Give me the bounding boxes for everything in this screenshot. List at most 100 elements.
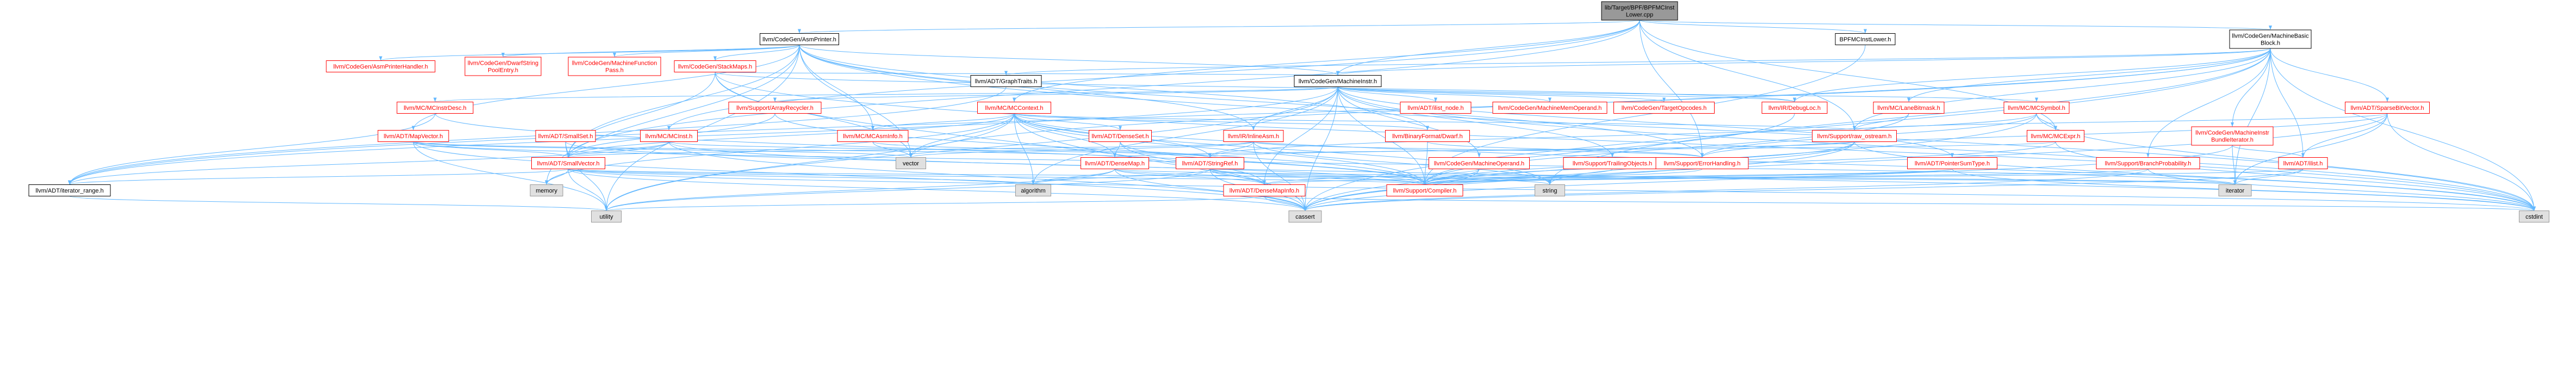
node-box <box>1655 157 1749 169</box>
node-box <box>1176 157 1244 169</box>
edge-mcsymbol-to-stringref <box>1208 113 2037 158</box>
edge-mccontext-to-vector <box>909 113 1015 158</box>
node-mcsymbol[interactable]: llvm/MC/MCSymbol.h <box>2003 102 2070 114</box>
edge-stackmaps-to-cassert <box>715 72 1307 211</box>
node-box <box>1535 184 1565 196</box>
node-box <box>530 184 563 196</box>
node-box <box>28 184 111 196</box>
node-box <box>896 157 926 169</box>
edge-densemap-to-compiler <box>1114 169 1426 185</box>
edge-mbb-to-sparsebitvector <box>2270 48 2389 102</box>
node-label: utility <box>599 214 613 220</box>
node-box <box>1386 184 1463 196</box>
edge-inlineasm-to-string <box>1253 141 1551 185</box>
node-box <box>760 33 839 45</box>
edge-stringref-to-compiler <box>1209 169 1426 185</box>
edge-machineinstr-to-mcsymbol <box>1337 86 2038 102</box>
node-stringref[interactable]: llvm/ADT/StringRef.h <box>1176 157 1244 169</box>
node-box <box>2027 130 2084 142</box>
node-binaryformatdwarf[interactable]: llvm/BinaryFormat/Dwarf.h <box>1385 130 1470 142</box>
node-label: llvm/CodeGen/MachineInstr.h <box>1299 78 1377 85</box>
node-label: PoolEntry.h <box>488 67 518 74</box>
node-ilist[interactable]: llvm/ADT/ilist.h <box>2278 157 2328 169</box>
node-cstdint: cstdint <box>2519 211 2549 222</box>
node-box <box>1089 130 1152 142</box>
node-label: llvm/Support/ErrorHandling.h <box>1663 160 1740 167</box>
edge-mbb-to-cstdint <box>2270 48 2536 211</box>
edge-pointersumtype-to-compiler <box>1423 169 1953 185</box>
node-mmo[interactable]: llvm/CodeGen/MachineMemOperand.h <box>1492 102 1607 114</box>
node-box <box>1812 130 1897 142</box>
node-rawostream[interactable]: llvm/Support/raw_ostream.h <box>1812 130 1897 142</box>
node-machineinstr[interactable]: llvm/CodeGen/MachineInstr.h <box>1294 75 1382 87</box>
node-utility: utility <box>591 211 622 222</box>
edge-stringref-to-string <box>1209 169 1551 185</box>
node-label: llvm/CodeGen/MachineOperand.h <box>1434 160 1524 167</box>
edge-rawostream-to-stringref <box>1208 141 1855 158</box>
node-ilistnode[interactable]: llvm/ADT/ilist_node.h <box>1400 102 1472 114</box>
edge-machineinstr-to-algorithm <box>1032 86 1338 185</box>
node-asmprinterhandler[interactable]: llvm/CodeGen/AsmPrinterHandler.h <box>326 60 436 72</box>
node-asmprinter[interactable]: llvm/CodeGen/AsmPrinter.h <box>760 33 839 45</box>
node-smallset[interactable]: llvm/ADT/SmallSet.h <box>535 130 596 142</box>
edge-smallset-to-utility <box>565 141 608 211</box>
edge-machineinstr-to-iteratorrange <box>68 86 1338 185</box>
edge-mccontext-to-denseset <box>1014 113 1122 131</box>
node-densemap[interactable]: llvm/ADT/DenseMap.h <box>1081 157 1149 169</box>
node-errorhandling[interactable]: llvm/Support/ErrorHandling.h <box>1655 157 1749 169</box>
node-bpfmcinstlower[interactable]: BPFMCInstLower.h <box>1835 33 1896 45</box>
node-iteratorrange[interactable]: llvm/ADT/iterator_range.h <box>28 184 111 196</box>
edge-mibundleiter-to-iterator <box>2232 145 2237 185</box>
node-label: llvm/Support/TrailingObjects.h <box>1573 160 1652 167</box>
node-sparsebitvector[interactable]: llvm/ADT/SparseBitVector.h <box>2345 102 2430 114</box>
node-mibundleiter[interactable]: llvm/CodeGen/MachineInstrBundleIterator.… <box>2191 126 2274 146</box>
edge-machineinstr-to-mmo <box>1337 86 1551 102</box>
node-label: llvm/CodeGen/TargetOpcodes.h <box>1622 105 1707 112</box>
node-label: llvm/ADT/MapVector.h <box>384 133 443 140</box>
node-mapvector[interactable]: llvm/ADT/MapVector.h <box>377 130 449 142</box>
node-arrayrecycler[interactable]: llvm/Support/ArrayRecycler.h <box>728 102 822 114</box>
edge-machineoperand-to-densemapinfo <box>1263 169 1480 185</box>
node-root[interactable]: lib/Target/BPF/BPFMCInstLower.cpp <box>1601 1 1678 21</box>
node-graphtraits[interactable]: llvm/ADT/GraphTraits.h <box>970 75 1042 87</box>
edge-densemap-to-densemapinfo <box>1114 169 1266 185</box>
node-branchprobability[interactable]: llvm/Support/BranchProbability.h <box>2096 157 2200 169</box>
node-pointersumtype[interactable]: llvm/ADT/PointerSumType.h <box>1907 157 1997 169</box>
node-mcinst[interactable]: llvm/MC/MCInst.h <box>640 130 698 142</box>
edge-inlineasm-to-vector <box>909 141 1254 158</box>
node-machineoperand[interactable]: llvm/CodeGen/MachineOperand.h <box>1429 157 1530 169</box>
node-lanebitmask[interactable]: llvm/MC/LaneBitmask.h <box>1873 102 1945 114</box>
node-compiler[interactable]: llvm/Support/Compiler.h <box>1386 184 1463 196</box>
edge-mccontext-to-rawostream <box>1014 113 1856 131</box>
edge-mccontext-to-mcasminfo <box>871 113 1015 131</box>
node-smallvector[interactable]: llvm/ADT/SmallVector.h <box>531 157 605 169</box>
node-label: llvm/MC/MCAsmInfo.h <box>843 133 902 140</box>
node-label: llvm/ADT/SmallSet.h <box>538 133 593 140</box>
node-mcasminfo[interactable]: llvm/MC/MCAsmInfo.h <box>837 130 909 142</box>
edge-densemap-to-algorithm <box>1032 169 1115 185</box>
node-trailingobjects[interactable]: llvm/Support/TrailingObjects.h <box>1563 157 1662 169</box>
edge-binaryformatdwarf-to-compiler <box>1423 141 1428 185</box>
node-mcexpr[interactable]: llvm/MC/MCExpr.h <box>2027 130 2084 142</box>
edge-rawostream-to-cstdint <box>1854 141 2536 211</box>
node-box <box>591 211 622 222</box>
node-mcinstrdesc[interactable]: llvm/MC/MCInstrDesc.h <box>396 102 474 114</box>
node-label: llvm/Support/Compiler.h <box>1393 188 1457 194</box>
node-label: llvm/CodeGen/MachineInstr <box>2195 130 2269 137</box>
node-label: llvm/ADT/GraphTraits.h <box>975 78 1038 85</box>
node-densemapinfo[interactable]: llvm/ADT/DenseMapInfo.h <box>1223 184 1306 196</box>
node-inlineasm[interactable]: llvm/IR/InlineAsm.h <box>1223 130 1284 142</box>
node-label: llvm/CodeGen/StackMaps.h <box>678 64 752 70</box>
edge-asmprinter-to-dwarfstring <box>501 45 800 58</box>
node-label: llvm/IR/DebugLoc.h <box>1768 105 1821 112</box>
node-mccontext[interactable]: llvm/MC/MCContext.h <box>977 102 1051 114</box>
node-stackmaps[interactable]: llvm/CodeGen/StackMaps.h <box>674 60 756 72</box>
node-box <box>1015 184 1051 196</box>
node-debugloc[interactable]: llvm/IR/DebugLoc.h <box>1761 102 1828 114</box>
edge-machineinstr-to-pointersumtype <box>1337 86 1954 158</box>
node-targetopcodes[interactable]: llvm/CodeGen/TargetOpcodes.h <box>1613 102 1715 114</box>
node-denseset[interactable]: llvm/ADT/DenseSet.h <box>1089 130 1152 142</box>
